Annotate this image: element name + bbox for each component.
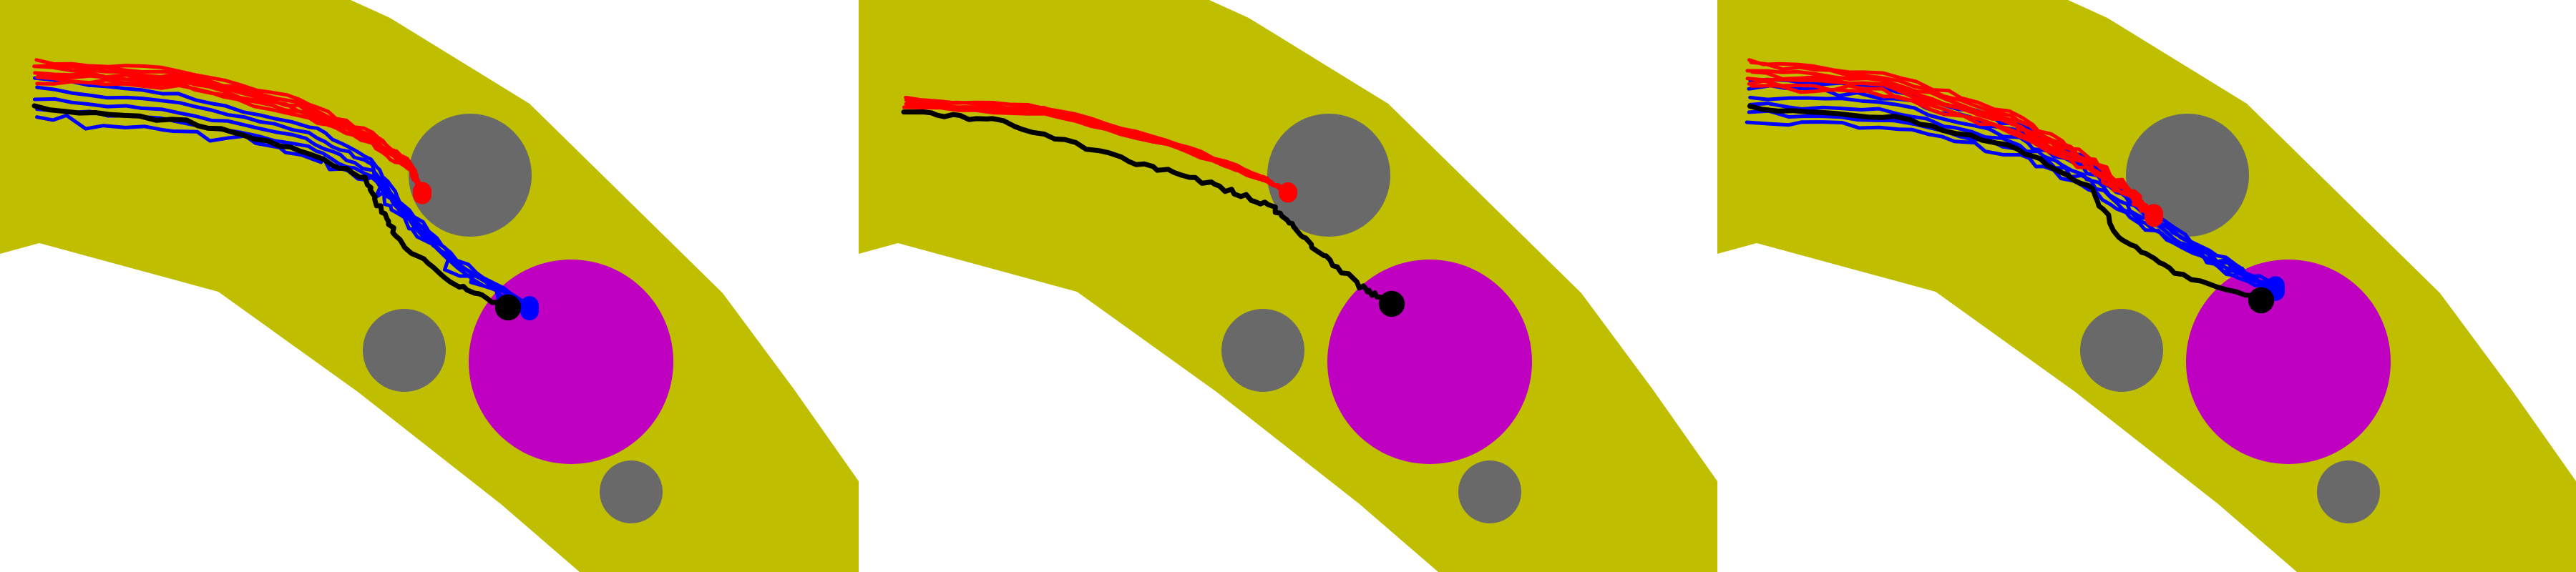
obstacle-middle [2080, 309, 2163, 392]
scene [0, 0, 859, 572]
scene [1717, 0, 2576, 572]
red-trajectory-endpoint [2145, 208, 2163, 227]
blue-trajectory-endpoint [520, 302, 539, 321]
red-trajectory-group [32, 58, 431, 204]
red-trajectory [902, 105, 1290, 195]
red-trajectory-endpoint [413, 185, 431, 204]
blue-trajectory [35, 85, 532, 309]
red-trajectory-group [902, 95, 1297, 203]
black-trajectory-endpoint [1378, 290, 1405, 317]
obstacle-top [1267, 114, 1390, 237]
obstacle-middle [1221, 309, 1304, 392]
black-trajectory [31, 103, 511, 310]
red-trajectory [1747, 58, 2156, 215]
panel-middle [859, 0, 1717, 572]
blue-trajectory [35, 113, 532, 313]
blue-trajectory-group [32, 76, 539, 321]
red-trajectory-group [1745, 58, 2163, 227]
goal-region [1327, 260, 1532, 464]
black-trajectory [901, 109, 1395, 307]
obstacle-bottom [2317, 460, 2380, 523]
panel-right [1717, 0, 2576, 572]
black-trajectory [1747, 104, 2264, 303]
black-trajectory-endpoint [2248, 287, 2275, 314]
black-trajectory-group [901, 109, 1405, 317]
red-trajectory-endpoint [1279, 184, 1297, 203]
scene [859, 0, 1717, 572]
obstacle-top [409, 114, 532, 237]
panel-left [0, 0, 859, 572]
black-trajectory-endpoint [494, 294, 522, 321]
obstacle-bottom [600, 460, 663, 523]
obstacle-middle [363, 309, 446, 392]
black-trajectory-group [1747, 104, 2275, 314]
obstacle-bottom [1458, 460, 1521, 523]
corridor-region [859, 0, 1717, 572]
red-trajectory [1750, 84, 2156, 220]
red-trajectory [35, 75, 425, 197]
goal-region [2186, 260, 2391, 464]
red-trajectory [35, 79, 424, 197]
black-trajectory-group [31, 103, 522, 321]
blue-trajectory [1747, 109, 2278, 292]
blue-trajectory [1745, 120, 2278, 294]
